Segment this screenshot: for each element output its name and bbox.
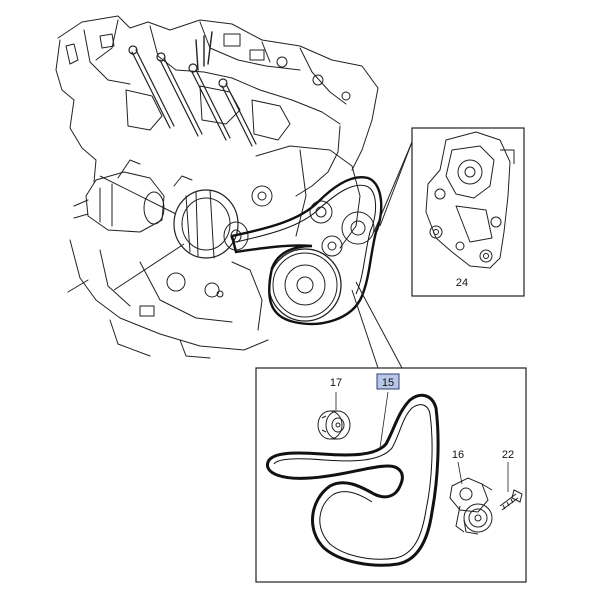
bolt-icon[interactable] xyxy=(499,489,523,511)
callout-15-highlight[interactable]: 15 xyxy=(376,373,400,390)
bracket-detail-box: 24 xyxy=(411,127,525,297)
drive-belt-icon[interactable] xyxy=(266,393,440,567)
mounting-bracket-icon xyxy=(425,131,515,269)
engine-drive-belt xyxy=(230,176,383,326)
callout-15: 15 xyxy=(382,377,394,389)
callout-24: 24 xyxy=(456,277,468,289)
engine-assembly-icon xyxy=(55,15,379,359)
leader-lines xyxy=(99,141,413,369)
callout-16: 16 xyxy=(452,449,464,461)
callout-17: 17 xyxy=(330,377,342,389)
callout-22: 22 xyxy=(502,449,514,461)
callout-15-box xyxy=(376,373,400,390)
idler-pulley-icon[interactable] xyxy=(317,410,351,440)
belt-kit-detail-box: 17 15 16 22 xyxy=(255,367,527,583)
belt-tensioner-icon[interactable] xyxy=(449,477,493,535)
